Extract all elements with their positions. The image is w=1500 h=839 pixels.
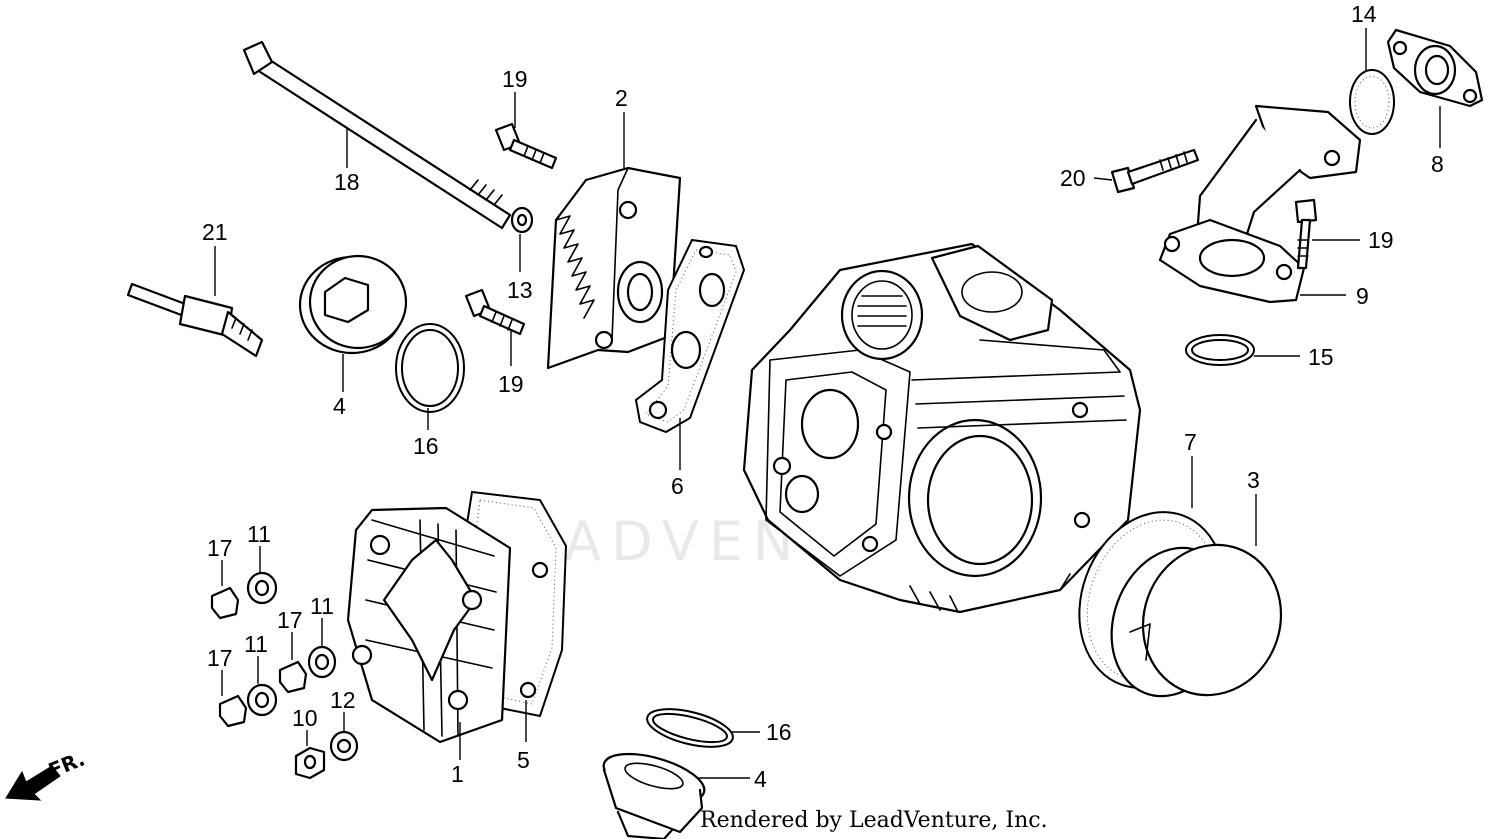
part-flange-bolt-top[interactable] (494, 122, 558, 170)
callout-11a: 11 (247, 521, 271, 547)
part-spark-plug[interactable] (126, 282, 264, 358)
callout-19b: 19 (498, 371, 524, 397)
callout-21: 21 (202, 219, 228, 245)
part-tappet-cover-lower[interactable] (599, 744, 710, 839)
render-credit: Rendered by LeadVenture, Inc. (700, 808, 1048, 833)
callout-17b: 17 (277, 607, 303, 633)
part-washer-12[interactable] (329, 730, 359, 762)
part-o-ring-15[interactable] (1185, 334, 1255, 366)
part-washer-11-right[interactable] (307, 645, 337, 679)
callout-16b: 16 (766, 719, 792, 745)
callout-17c: 17 (207, 645, 233, 671)
part-tappet-cover-upper[interactable] (298, 254, 408, 355)
part-tensioner-plate[interactable] (546, 166, 682, 370)
callout-11b: 11 (310, 593, 334, 619)
callout-10: 10 (292, 705, 318, 731)
callout-19c: 19 (1368, 227, 1394, 253)
part-washer-11-lower[interactable] (246, 683, 278, 717)
callout-16a: 16 (413, 433, 439, 459)
callout-5: 5 (517, 747, 530, 773)
part-flange-bolt-right[interactable] (1294, 198, 1318, 270)
part-bolt-20[interactable] (1110, 148, 1200, 194)
callout-18: 18 (334, 169, 360, 195)
part-cap-nut-upper[interactable] (210, 586, 240, 620)
callout-15: 15 (1308, 344, 1334, 370)
part-insulator-flange[interactable] (1386, 28, 1484, 108)
callout-3: 3 (1247, 467, 1260, 493)
callout-4b: 4 (754, 766, 767, 792)
callout-20: 20 (1060, 165, 1086, 191)
callout-9: 9 (1356, 283, 1369, 309)
callout-4a: 4 (333, 393, 346, 419)
part-cap-nut-lower[interactable] (218, 694, 248, 728)
callout-13: 13 (507, 277, 533, 303)
callout-14: 14 (1351, 1, 1377, 27)
part-insulator-ring[interactable] (1349, 69, 1395, 135)
part-cap-nut-mid[interactable] (278, 660, 308, 694)
part-o-ring-upper[interactable] (395, 323, 465, 413)
part-o-ring-lower[interactable] (643, 702, 736, 754)
part-side-cover[interactable] (1092, 525, 1302, 714)
callout-1: 1 (451, 761, 464, 787)
part-washer-13[interactable] (510, 206, 534, 234)
callout-6: 6 (671, 473, 684, 499)
part-flange-bolt-mid[interactable] (464, 288, 526, 336)
part-cylinder-head (742, 242, 1142, 614)
part-washer-11-upper[interactable] (246, 571, 278, 605)
part-stud-bolt[interactable] (242, 40, 512, 230)
front-direction-arrow: FR. (5, 747, 88, 801)
part-tensioner-gasket[interactable] (634, 238, 746, 434)
part-intake-pipe[interactable] (1158, 104, 1362, 304)
callout-11c: 11 (244, 631, 268, 657)
callout-7: 7 (1184, 429, 1197, 455)
callout-19a: 19 (502, 66, 528, 92)
part-head-cover[interactable] (346, 506, 512, 744)
callout-8: 8 (1431, 151, 1444, 177)
callout-2: 2 (615, 85, 628, 111)
callout-17a: 17 (207, 535, 233, 561)
direction-label: FR. (45, 747, 88, 783)
part-nut-10[interactable] (294, 746, 326, 780)
callout-12: 12 (330, 687, 356, 713)
